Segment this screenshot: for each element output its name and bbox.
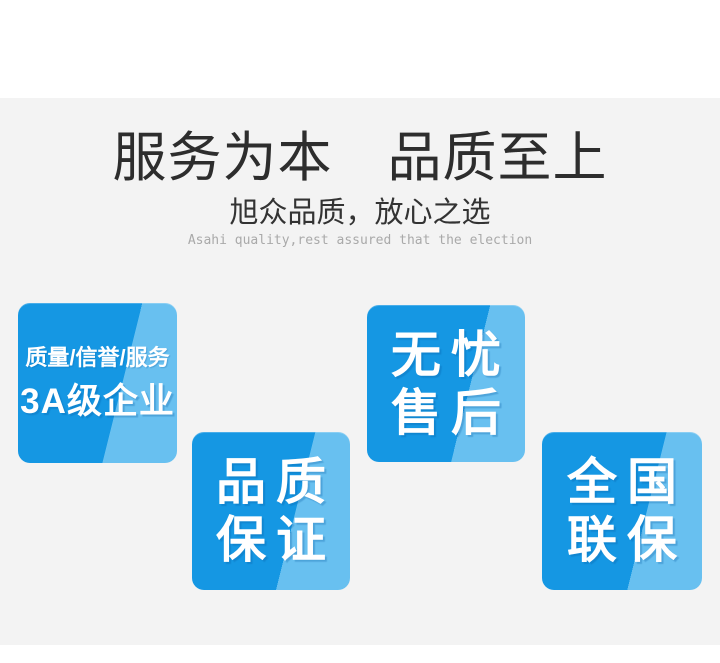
page-subtitle-english: Asahi quality,rest assured that the elec…	[187, 233, 533, 248]
badge-3a-enterprise: 质量/信誉/服务 3A级企业	[18, 303, 177, 463]
page-title: 服务为本 品质至上	[112, 128, 608, 188]
badge-quality-guarantee: 品质 保证	[192, 432, 350, 590]
header: 服务为本 品质至上 旭众品质，放心之选 Asahi quality,rest a…	[0, 98, 720, 249]
badge-nationwide-warranty: 全国 联保	[542, 432, 702, 590]
badge-line: 无忧	[391, 326, 511, 383]
page-subtitle: 旭众品质，放心之选	[229, 197, 491, 229]
badge-line: 全国	[567, 454, 687, 510]
badge-line: 售后	[391, 384, 511, 441]
badge-line: 保证	[216, 512, 336, 568]
badge-line: 质量/信誉/服务	[25, 344, 170, 370]
badge-line: 联保	[567, 512, 687, 568]
badge-line: 3A级企业	[20, 381, 175, 421]
badge-worry-free-after-sales: 无忧 售后	[367, 305, 525, 462]
badge-line: 品质	[216, 454, 336, 510]
